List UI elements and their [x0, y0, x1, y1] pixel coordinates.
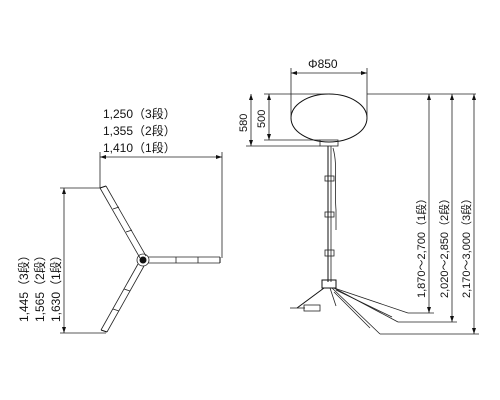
height-label-2-stage: 2,020〜2,850（2段）	[437, 193, 451, 298]
diameter-dimension	[290, 68, 368, 118]
width-label-3-stage: 1,250（3段）	[103, 106, 176, 121]
diameter-label: Φ850	[308, 57, 338, 71]
width-dimension	[99, 152, 223, 258]
depth-label-3-stage: 1,445（3段）	[16, 249, 31, 322]
balloon-height-dimension	[264, 93, 329, 141]
mast-clamp-lower	[324, 249, 335, 257]
height-label-3-stage: 2,170〜3,000（3段）	[459, 193, 473, 298]
tripod-top-view: 1,250（3段） 1,355（2段） 1,410（1段） 1,445（3段） …	[16, 106, 223, 334]
overall-height-dimensions	[367, 93, 479, 335]
tripod-leg-upper	[99, 185, 147, 259]
depth-label-2-stage: 1,565（2段）	[32, 249, 47, 322]
tripod-hub-ring	[136, 253, 150, 267]
width-label-1-stage: 1,410（1段）	[103, 140, 176, 155]
stand-leg-left	[296, 287, 325, 309]
mast-clamp-middle	[324, 211, 335, 218]
width-label-2-stage: 1,355（2段）	[103, 123, 176, 138]
power-cable	[332, 147, 337, 230]
mast-clamp-upper	[324, 175, 335, 182]
balloon-light	[290, 93, 368, 143]
balloon-height-label: 500	[256, 110, 268, 128]
stand-foot	[303, 304, 321, 312]
tripod-leg-right	[148, 256, 221, 264]
stand-hub	[321, 279, 337, 289]
balloon-mount	[319, 139, 339, 147]
tripod-hub	[139, 256, 147, 264]
depth-label-1-stage: 1,630（1段）	[48, 249, 63, 322]
tripod-leg-lower	[100, 263, 145, 333]
stand-legs-extended	[329, 287, 409, 335]
head-height-dimension	[246, 94, 320, 147]
stand-side-view: Φ850 500 580	[238, 57, 479, 335]
head-height-label: 580	[238, 114, 250, 132]
depth-dimension	[60, 187, 106, 334]
height-label-1-stage: 1,870〜2,700（1段）	[414, 193, 428, 298]
